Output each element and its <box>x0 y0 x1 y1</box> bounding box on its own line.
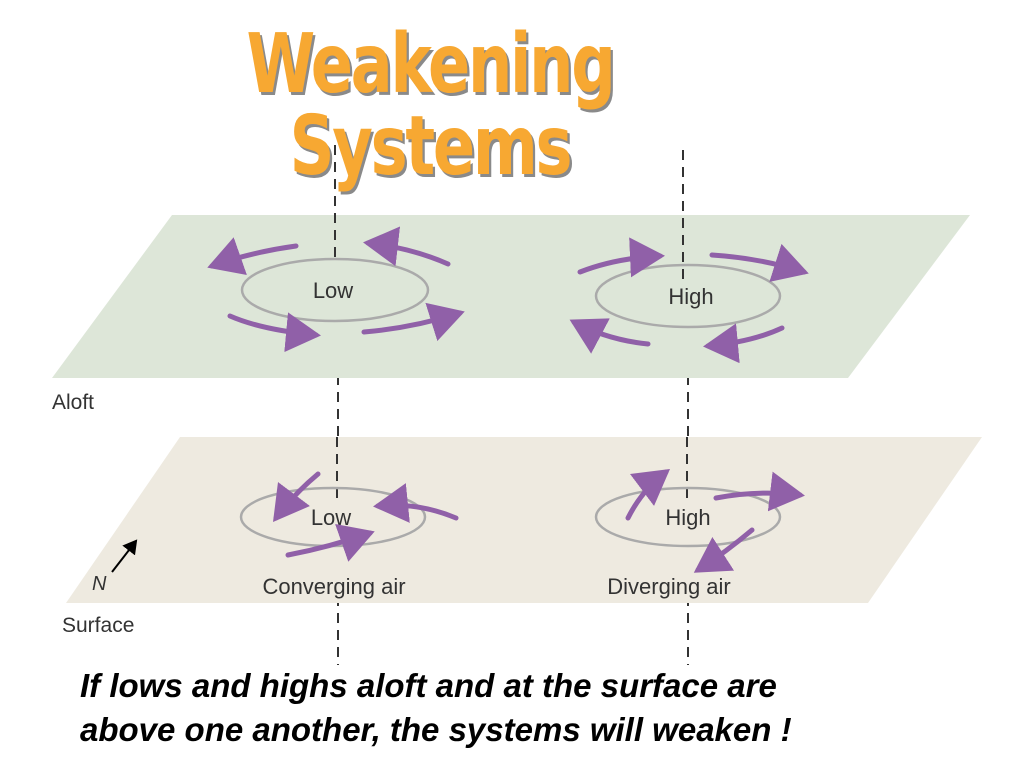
converging-air-label: Converging air <box>262 574 405 599</box>
aloft-high-arrow-upper-right <box>709 243 809 282</box>
surface-low-arrow-upper-right <box>373 483 459 523</box>
surface-high-ellipse <box>594 486 782 548</box>
surface-layer-label: Surface <box>62 614 134 637</box>
north-label: N <box>92 573 107 595</box>
aloft-high-arrow-upper-left <box>577 237 665 278</box>
surface-high-arrow-upper-right <box>713 471 805 512</box>
aloft-low-arrow-upper-left <box>207 237 299 275</box>
caption-line-2: above one another, the systems will weak… <box>80 711 792 748</box>
surface-high-arrow-upper-left <box>625 468 670 521</box>
surface-low-arrows <box>272 471 459 562</box>
surface-low-arrow-upper-left <box>272 471 321 522</box>
aloft-high-arrow-lower-left <box>569 318 651 354</box>
surface-high-label: High <box>665 505 710 530</box>
surface-high-arrows <box>625 468 805 573</box>
surface-low-label: Low <box>311 505 351 530</box>
aloft-low-ellipse <box>240 257 430 323</box>
north-arrow-icon <box>111 539 138 573</box>
aloft-low-arrows <box>207 226 465 353</box>
aloft-high-label: High <box>668 284 713 309</box>
aloft-high-arrow-lower-right <box>703 323 785 364</box>
aloft-high-arrows <box>569 237 809 364</box>
slide-title: Weakening Systems <box>246 17 615 194</box>
surface-low-arrow-lower <box>285 524 375 562</box>
aloft-layer-label: Aloft <box>52 391 94 414</box>
aloft-low-label: Low <box>313 278 353 303</box>
aloft-low-arrow-upper-right <box>363 226 451 267</box>
diverging-air-label: Diverging air <box>607 574 731 599</box>
surface-high-arrow-lower-right <box>693 527 755 573</box>
aloft-plane <box>52 215 970 378</box>
caption-text: If lows and highs aloft and at the surfa… <box>80 664 980 752</box>
aloft-low-arrow-lower-left <box>227 312 321 353</box>
caption-line-1: If lows and highs aloft and at the surfa… <box>80 667 777 704</box>
surface-plane <box>66 437 982 603</box>
aloft-high-ellipse <box>594 263 782 329</box>
aloft-low-arrow-lower-right <box>361 302 465 342</box>
